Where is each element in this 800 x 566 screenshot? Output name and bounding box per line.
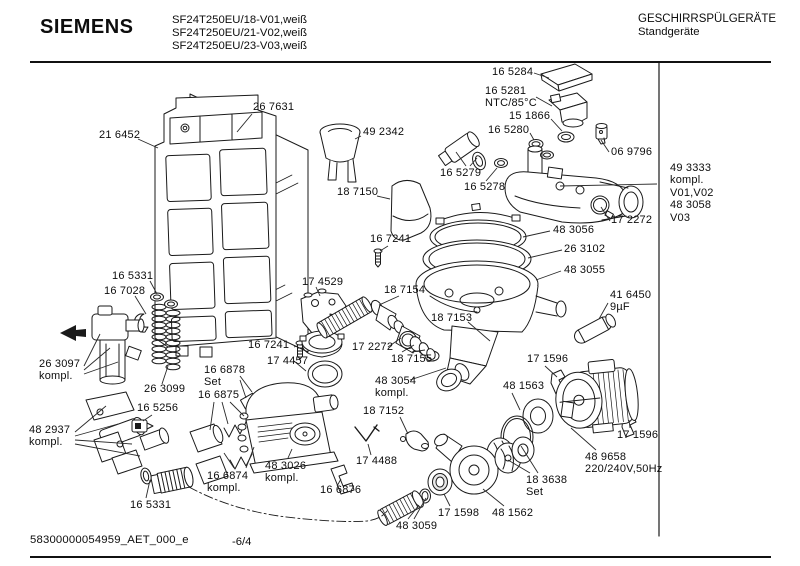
part-mount-bracket bbox=[299, 288, 347, 358]
label-48-3059: 48 3059 bbox=[396, 520, 438, 532]
part-sensor-group bbox=[438, 131, 508, 171]
label-17-4529: 17 4529 bbox=[302, 276, 344, 288]
part-heater-duct bbox=[316, 296, 436, 360]
part-sump-outlet bbox=[418, 325, 499, 392]
label-17-1598: 17 1598 bbox=[438, 507, 480, 519]
hose-routing-line bbox=[188, 486, 388, 523]
part-aquastop bbox=[60, 305, 145, 385]
subcategory-title: Standgeräte bbox=[638, 26, 700, 38]
leader-lines bbox=[74, 72, 658, 520]
part-tub-rings bbox=[415, 202, 567, 333]
label-06-9796: 06 9796 bbox=[611, 146, 653, 158]
label-16-5279: 16 5279 bbox=[440, 167, 482, 179]
label-16-5281-ntc: 16 5281 NTC/85°C bbox=[485, 85, 537, 110]
label-15-1866: 15 1866 bbox=[509, 110, 551, 122]
label-48-3026: 48 3026 kompl. bbox=[265, 460, 307, 485]
label-26-3102: 26 3102 bbox=[564, 243, 606, 255]
label-18-7155: 18 7155 bbox=[391, 353, 433, 365]
footer-divider bbox=[30, 556, 771, 558]
part-springs bbox=[150, 292, 181, 371]
page-indicator: -6/4 bbox=[232, 536, 252, 548]
part-inlet-valve bbox=[85, 391, 170, 475]
label-16-6875: 16 6875 bbox=[198, 389, 240, 401]
part-elbow bbox=[400, 430, 429, 452]
label-21-6452: 21 6452 bbox=[99, 129, 141, 141]
label-17-1596-a: 17 1596 bbox=[527, 353, 569, 365]
part-pump-group bbox=[377, 433, 535, 526]
part-cover bbox=[390, 180, 432, 241]
label-48-1563: 48 1563 bbox=[503, 380, 545, 392]
header-divider bbox=[30, 61, 771, 63]
label-26-3097: 26 3097 kompl. bbox=[39, 358, 81, 383]
part-funnel bbox=[319, 123, 361, 183]
label-17-1596-b: 17 1596 bbox=[617, 429, 659, 441]
label-49-2342: 49 2342 bbox=[363, 126, 405, 138]
label-26-7631: 26 7631 bbox=[253, 101, 295, 113]
label-16-5331-a: 16 5331 bbox=[112, 270, 154, 282]
label-48-9658: 48 9658 220/240V,50Hz bbox=[585, 451, 663, 476]
label-16-6874: 16 6874 kompl. bbox=[207, 470, 249, 495]
label-18-7152: 18 7152 bbox=[363, 405, 405, 417]
part-microswitch bbox=[131, 419, 154, 433]
label-48-3055: 48 3055 bbox=[564, 264, 606, 276]
label-41-6450: 41 6450 9µF bbox=[610, 289, 652, 314]
part-hose-connector bbox=[140, 466, 194, 495]
label-16-7241-b: 16 7241 bbox=[248, 339, 290, 351]
label-16-6878: 16 6878 Set bbox=[204, 364, 246, 389]
label-16-6876: 16 6876 bbox=[320, 484, 362, 496]
category-title: GESCHIRRSPÜLGERÄTE bbox=[638, 13, 777, 25]
label-17-4457: 17 4457 bbox=[267, 355, 309, 367]
part-thermostat-group bbox=[528, 63, 593, 160]
label-18-7153: 18 7153 bbox=[431, 312, 473, 324]
part-heater-assembly bbox=[504, 145, 644, 224]
label-48-3056: 48 3056 bbox=[553, 224, 595, 236]
siemens-logo: SIEMENS bbox=[40, 16, 134, 38]
label-16-5278: 16 5278 bbox=[464, 181, 506, 193]
label-16-7241-a: 16 7241 bbox=[370, 233, 412, 245]
part-motor bbox=[555, 359, 639, 434]
label-18-7154: 18 7154 bbox=[384, 284, 426, 296]
label-48-3054: 48 3054 kompl. bbox=[375, 375, 417, 400]
label-16-7028: 16 7028 bbox=[104, 285, 146, 297]
label-48-2937: 48 2937 kompl. bbox=[29, 424, 71, 449]
label-17-2272-b: 17 2272 bbox=[352, 341, 394, 353]
label-49-3333-variants: 49 3333 kompl. V01,V02 48 3058 V03 bbox=[670, 162, 714, 224]
part-dispenser bbox=[237, 360, 343, 474]
label-16-5284: 16 5284 bbox=[492, 66, 534, 78]
part-small-valve bbox=[595, 123, 608, 145]
part-door-panel bbox=[154, 94, 277, 358]
label-17-2272-a: 17 2272 bbox=[611, 214, 653, 226]
part-small-brackets bbox=[330, 424, 380, 495]
label-18-7150: 18 7150 bbox=[337, 186, 379, 198]
label-18-3638: 18 3638 Set bbox=[526, 474, 568, 499]
label-26-3099: 26 3099 bbox=[144, 383, 186, 395]
label-48-1562: 48 1562 bbox=[492, 507, 534, 519]
label-17-4488: 17 4488 bbox=[356, 455, 398, 467]
part-capacitor bbox=[574, 313, 616, 344]
model-list: SF24T250EU/18-V01,weiß SF24T250EU/21-V02… bbox=[172, 14, 307, 52]
label-16-5256: 16 5256 bbox=[137, 402, 179, 414]
document-id: 58300000054959_AET_000_e bbox=[30, 534, 189, 546]
label-16-5280: 16 5280 bbox=[488, 124, 530, 136]
label-16-5331-b: 16 5331 bbox=[130, 499, 172, 511]
